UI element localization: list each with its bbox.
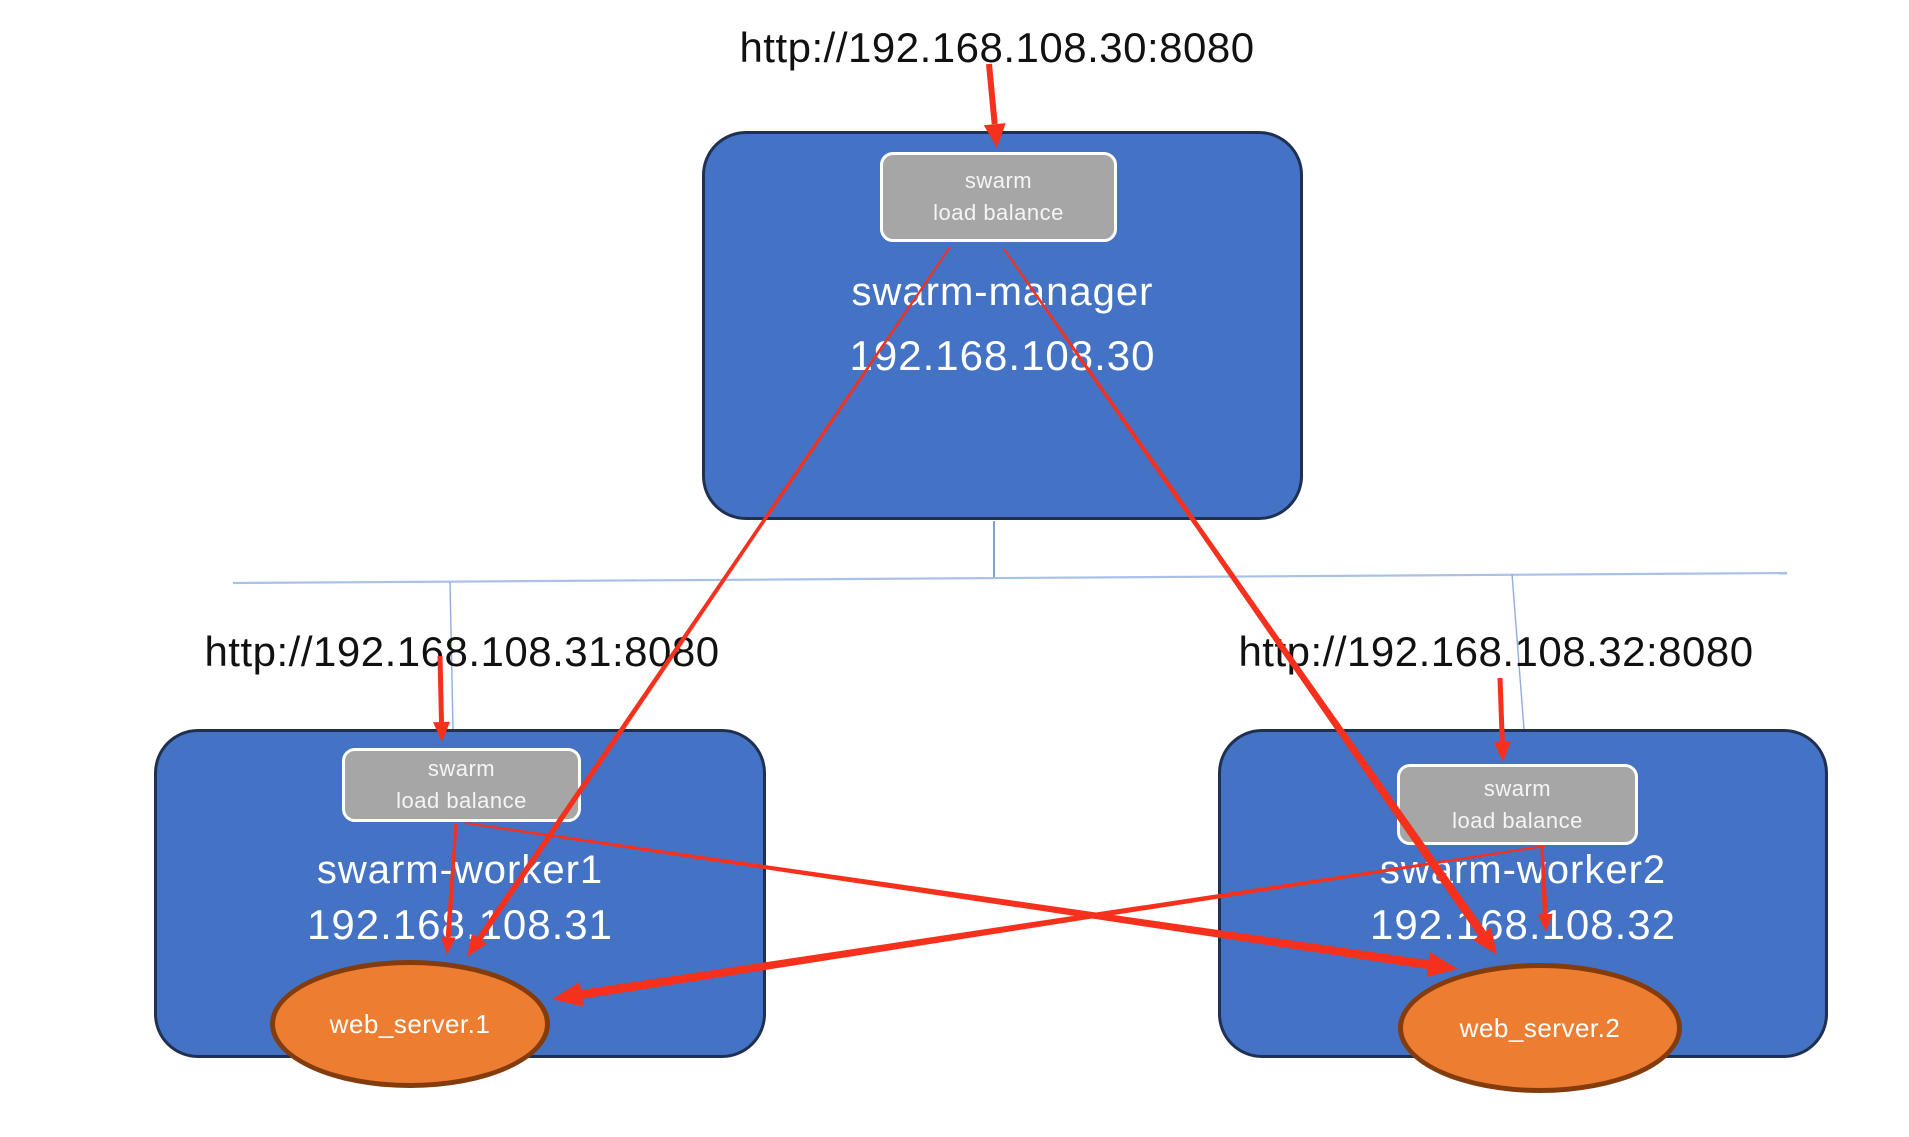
manager-load-balancer-chip: swarm load balance — [880, 152, 1117, 242]
worker2-load-balancer-chip: swarm load balance — [1397, 764, 1638, 845]
worker1-url-label: http://192.168.108.31:8080 — [204, 628, 720, 675]
worker1-lb-line2: load balance — [396, 788, 527, 813]
webserver1-label: web_server.1 — [329, 1008, 491, 1039]
worker1-lb-line1: swarm — [427, 756, 496, 782]
worker2-node-ip: 192.168.108.32 — [1370, 901, 1676, 948]
worker1-node-name: swarm-worker1 — [316, 848, 604, 892]
manager-url-label: http://192.168.108.30:8080 — [739, 24, 1255, 71]
network-bus-line — [232, 571, 1788, 585]
worker2-lb-line2: load balance — [1452, 807, 1583, 833]
worker1-load-balancer-chip: swarm load balance — [342, 748, 581, 822]
manager-lb-line2: load balance — [933, 200, 1064, 225]
worker2-node-name: swarm-worker2 — [1379, 848, 1667, 892]
manager-node-ip: 192.168.108.30 — [849, 332, 1156, 379]
worker2-lb-line1: swarm — [1483, 775, 1552, 801]
worker1-node-ip: 192.168.108.31 — [307, 901, 613, 948]
webserver1-ellipse: web_server.1 — [270, 960, 550, 1088]
webserver2-label: web_server.2 — [1459, 1012, 1621, 1043]
webserver2-ellipse: web_server.2 — [1398, 963, 1682, 1093]
worker2-url-label: http://192.168.108.32:8080 — [1238, 628, 1754, 675]
manager-node-name: swarm-manager — [851, 270, 1154, 314]
manager-lb-line1: swarm — [964, 168, 1033, 194]
